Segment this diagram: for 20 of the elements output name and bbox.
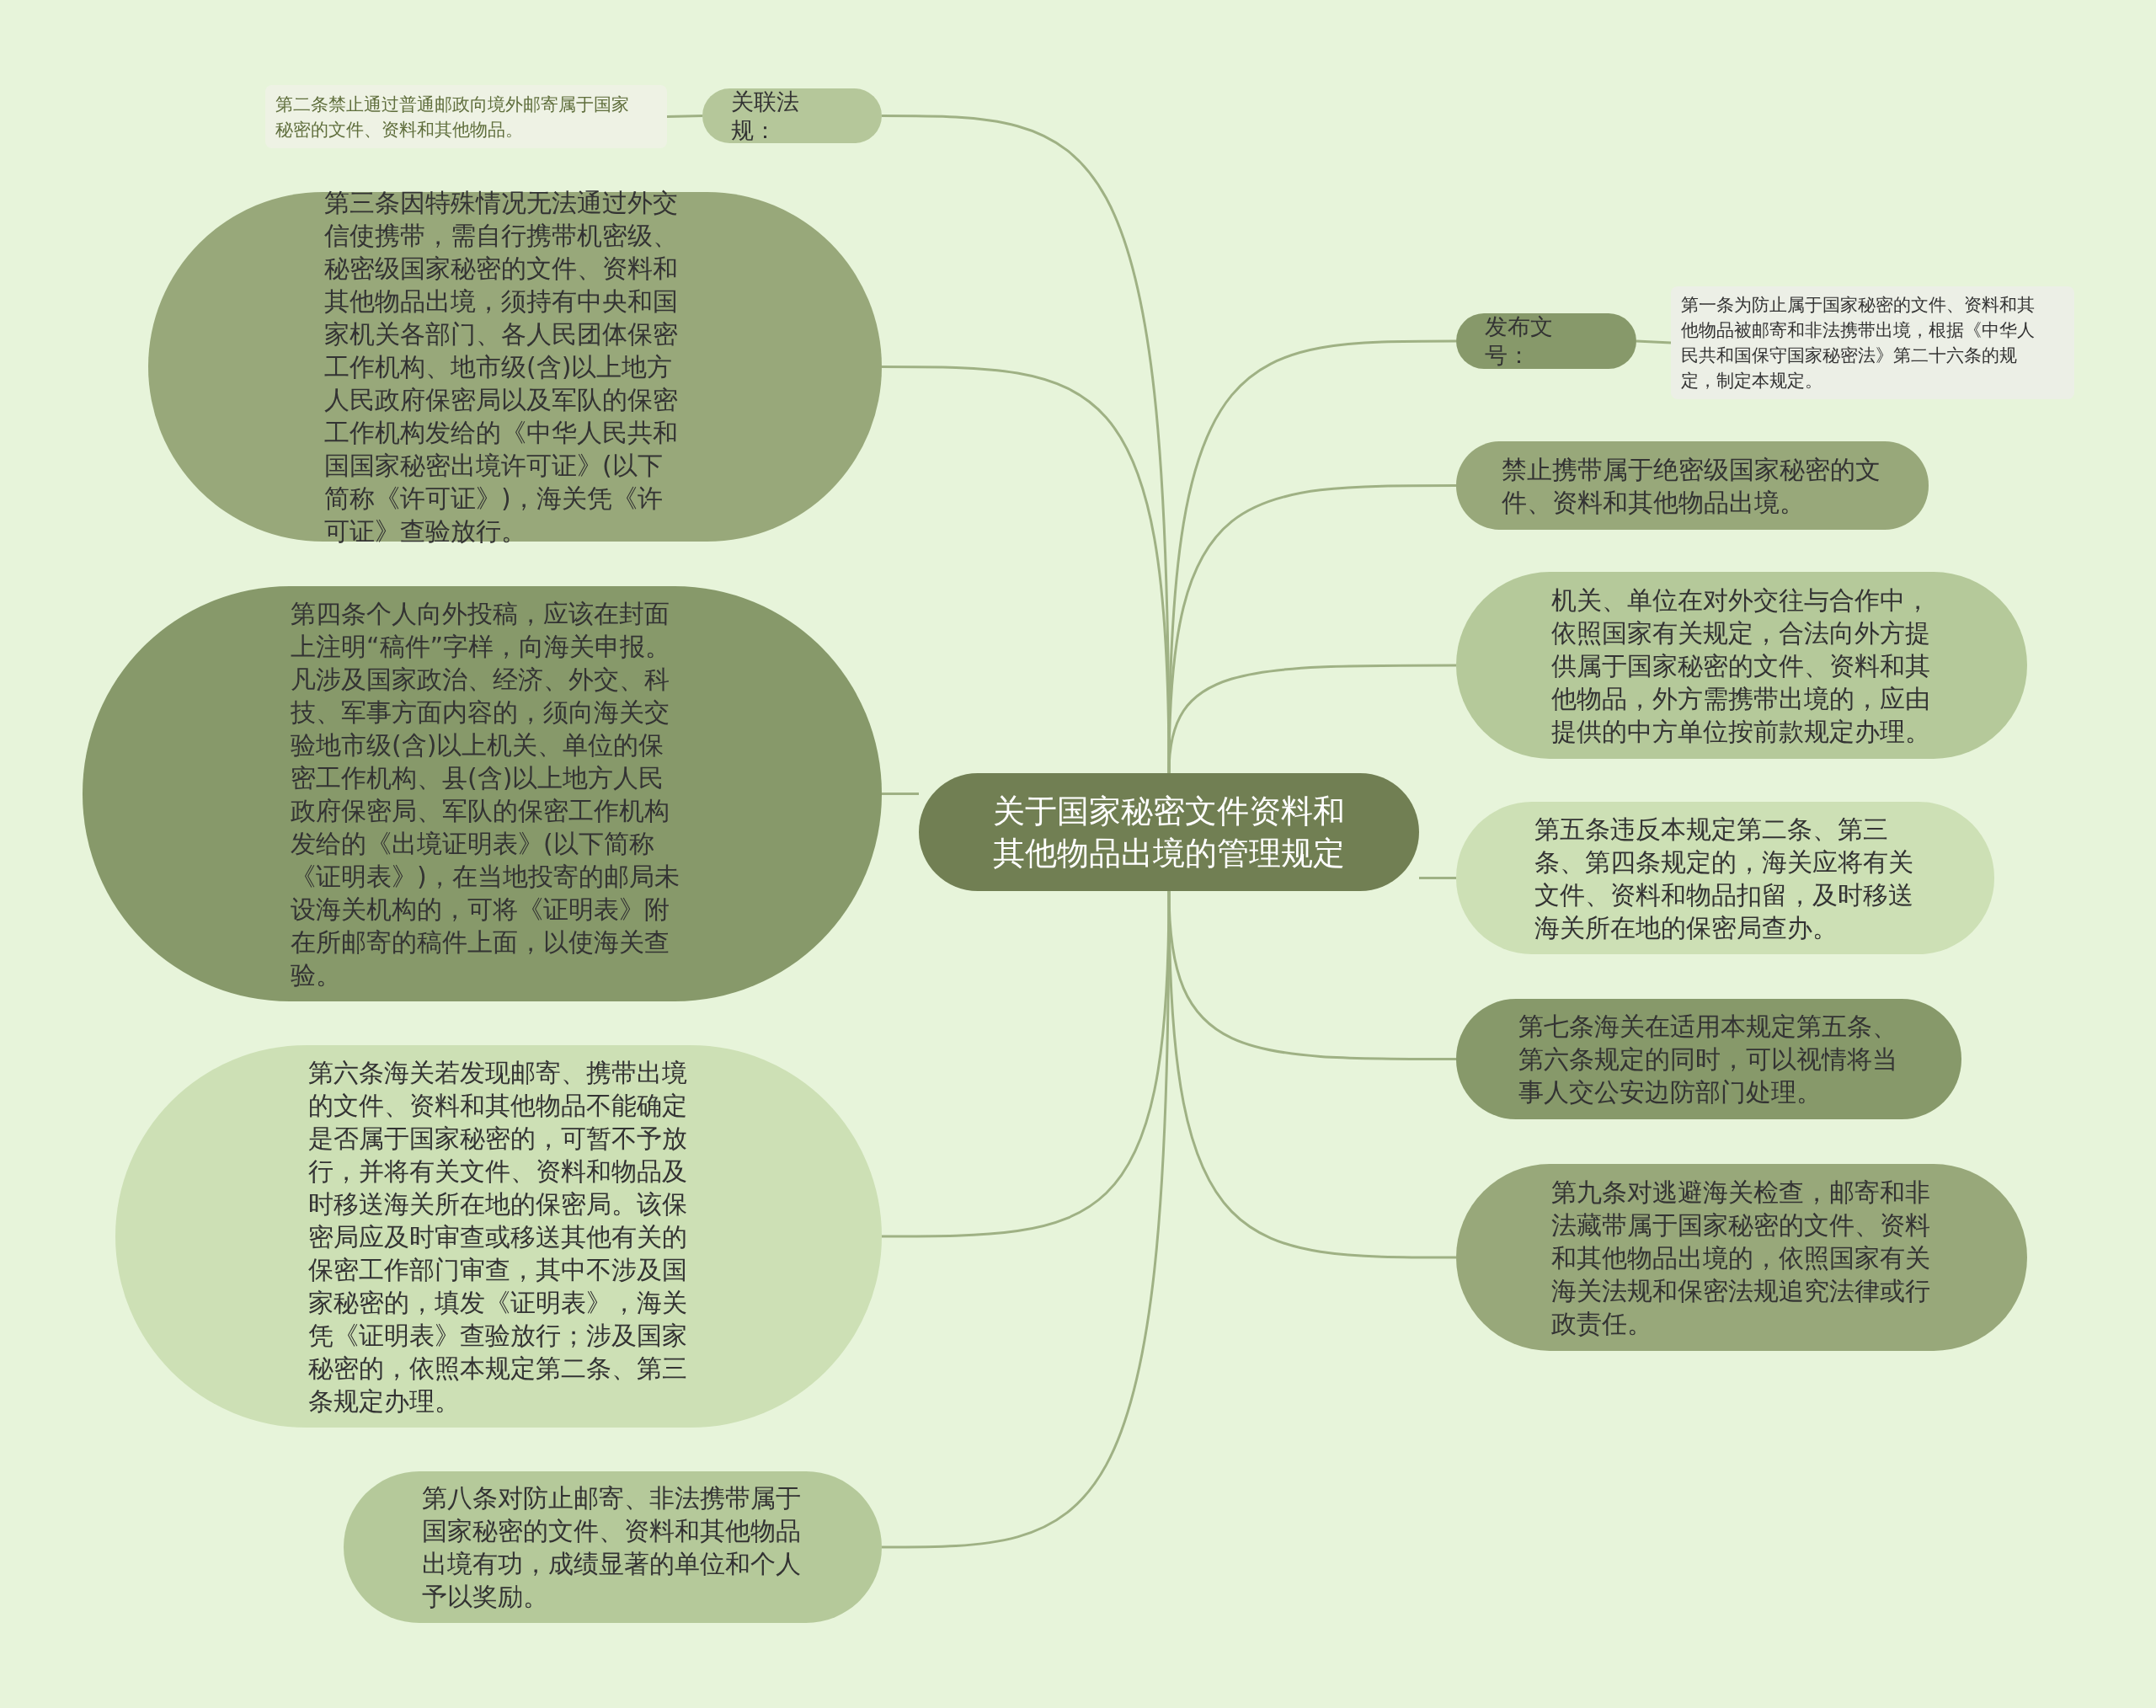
- note-card: 第二条禁止通过普通邮政向境外邮寄属于国家秘密的文件、资料和其他物品。: [265, 85, 667, 148]
- topic-bubble: 机关、单位在对外交往与合作中，依照国家有关规定，合法向外方提供属于国家秘密的文件、资料和其他物品，外方需携带出境的，应由提供的中方单位按前款规定办理。: [1456, 572, 2027, 759]
- connector-line: [666, 115, 703, 118]
- topic-bubble: 第五条违反本规定第二条、第三条、第四条规定的，海关应将有关文件、资料和物品扣留，及时移送海关所在地的保密局查办。: [1456, 802, 1994, 954]
- connector-line: [882, 891, 1171, 1549]
- topic-bubble: 第六条海关若发现邮寄、携带出境的文件、资料和其他物品不能确定是否属于国家秘密的，可暂不予放行，并将有关文件、资料和物品及时移送海关所在地的保密局。该保密局应及时审查或移送其他有关的保密工作部门审查，其中不涉及国家秘密的，填发《证明表》，海关凭《证明表》查验放行；涉及国家秘密的，依照本规定第二条、第三条规定办理。: [115, 1045, 882, 1428]
- connector-line: [1167, 664, 1456, 774]
- topic-bubble: 第七条海关在适用本规定第五条、第六条规定的同时，可以视情将当事人交公安边防部门处理。: [1456, 999, 1961, 1119]
- connector-line: [1419, 877, 1456, 879]
- topic-bubble: 第八条对防止邮寄、非法携带属于国家秘密的文件、资料和其他物品出境有功，成绩显著的单位和个人予以奖励。: [344, 1471, 882, 1623]
- topic-bubble: 禁止携带属于绝密级国家秘密的文件、资料和其他物品出境。: [1456, 441, 1929, 530]
- connector-line: [1167, 890, 1456, 1259]
- topic-bubble: 第九条对逃避海关检查，邮寄和非法藏带属于国家秘密的文件、资料和其他物品出境的，依照国家有关海关法规和保密法规追究法律或行政责任。: [1456, 1164, 2027, 1351]
- branch-label-bubble: 关联法规：: [702, 88, 882, 143]
- topic-bubble: 第四条个人向外投稿，应该在封面上注明“稿件”字样，向海关申报。凡涉及国家政治、经济、外交、科技、军事方面内容的，须向海关交验地市级(含)以上机关、单位的保密工作机构、县(含)以上地方人民政府保密局、军队的保密工作机构发给的《出境证明表》(以下简称《证明表》)，在当地投寄的邮局未设海关机构的，可将《证明表》附在所邮寄的稿件上面，以使海关查验。: [83, 586, 882, 1001]
- central-topic-bubble: 关于国家秘密文件资料和其他物品出境的管理规定: [919, 773, 1419, 891]
- connector-line: [1636, 339, 1672, 344]
- connector-line: [882, 793, 919, 795]
- branch-label-bubble: 发布文号：: [1456, 313, 1636, 369]
- note-card: 第一条为防止属于国家秘密的文件、资料和其他物品被邮寄和非法携带出境，根据《中华人民共和国保守国家秘密法》第二十六条的规定，制定本规定。: [1671, 286, 2074, 399]
